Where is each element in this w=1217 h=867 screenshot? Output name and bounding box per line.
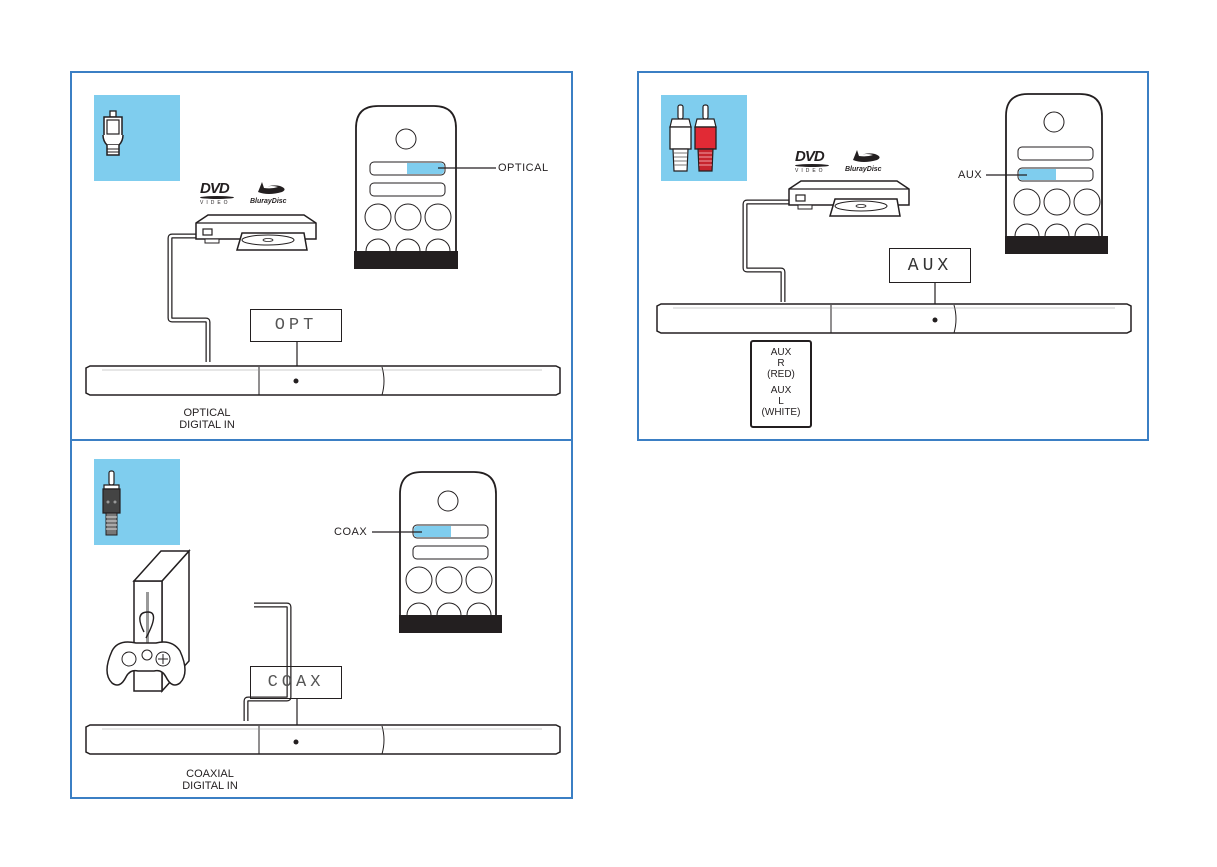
coaxial-digital-in-label: COAXIAL DIGITAL IN xyxy=(170,768,250,792)
aux-jack-label-box: AUX R (RED) AUX L (WHITE) xyxy=(750,340,812,428)
soundbar-coax xyxy=(72,441,575,797)
optical-connection-diagram: DVD VIDEO BlurayDisc xyxy=(72,73,571,439)
optical-digital-in-label: OPTICAL DIGITAL IN xyxy=(167,407,247,431)
right-panel: DVD VIDEO BlurayDisc xyxy=(637,71,1149,441)
coaxial-connection-diagram: COAX COAX COAXIAL DIGITAL IN xyxy=(72,441,571,797)
soundbar-aux xyxy=(639,73,1151,439)
left-panel: DVD VIDEO BlurayDisc xyxy=(70,71,573,799)
soundbar-optical xyxy=(72,73,575,439)
aux-connection-diagram: DVD VIDEO BlurayDisc xyxy=(639,73,1147,439)
